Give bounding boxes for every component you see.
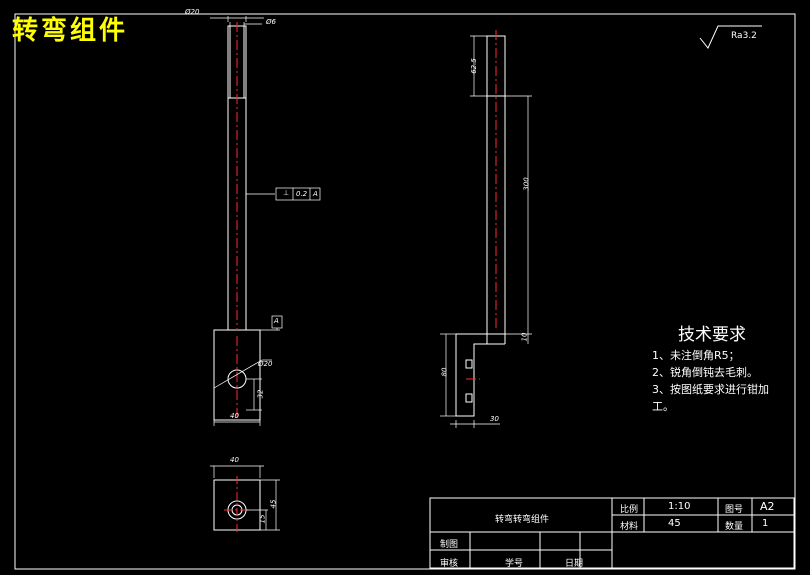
tb-reviewer-label: 审核 xyxy=(440,559,459,569)
datum-label: A xyxy=(274,317,279,325)
dim-width-2: 40 xyxy=(230,456,239,464)
dim-shaft-len: 300 xyxy=(522,177,531,191)
tech-req-item-3: 3、按图纸要求进行钳加 xyxy=(652,383,769,396)
roughness-value: Ra3.2 xyxy=(731,31,757,41)
tb-quantity-label: 数量 xyxy=(725,522,744,532)
tb-scale-value: 1:10 xyxy=(668,501,691,512)
drawing-border xyxy=(14,13,796,570)
tb-scale-label: 比例 xyxy=(620,505,639,515)
dim-base: 30 xyxy=(490,415,499,423)
dim-small: 15 xyxy=(258,514,267,524)
dim-top-len: 62.5 xyxy=(469,58,478,74)
tech-req-title: 技术要求 xyxy=(678,325,746,345)
tol-datum: A xyxy=(313,190,318,198)
view2-dims xyxy=(440,35,532,428)
dim-hole-dia: Ø20 xyxy=(258,360,273,368)
tb-material-value: 45 xyxy=(668,518,681,529)
tb-material-label: 材料 xyxy=(620,522,639,532)
tb-date-label: 日期 xyxy=(565,559,584,569)
dim-height: 80 xyxy=(440,367,449,377)
title-block-grid xyxy=(429,497,795,569)
dim-total: 45 xyxy=(269,499,278,509)
tol-perp-symbol: ⊥ xyxy=(283,189,290,197)
view2-shaft xyxy=(455,35,506,417)
tb-part-name: 转弯转弯组件 xyxy=(495,515,550,525)
dim-width-1: 40 xyxy=(230,412,239,420)
tech-req-item-4: 工。 xyxy=(652,400,674,413)
dim-dia-inner: Ø6 xyxy=(266,18,276,26)
view3-dims xyxy=(210,465,280,531)
view2-centerlines xyxy=(466,30,497,380)
dim-dia-top: Ø20 xyxy=(185,8,200,16)
tb-drawing-no-label: 图号 xyxy=(725,505,744,515)
tb-drafter-label: 制图 xyxy=(440,540,459,550)
tb-drawing-no-value: A2 xyxy=(760,500,775,513)
tol-value: 0.2 xyxy=(296,190,308,198)
tb-school-label: 学号 xyxy=(505,559,524,569)
tech-req-item-2: 2、锐角倒钝去毛刺。 xyxy=(652,366,758,379)
dim-offset: 32 xyxy=(256,389,265,399)
roughness-symbol xyxy=(699,25,762,49)
dim-step: 10 xyxy=(520,332,529,342)
view1-dims xyxy=(210,16,321,426)
tb-quantity-value: 1 xyxy=(762,518,769,529)
view3-centerlines xyxy=(224,476,250,534)
drawing-title: 转弯组件 xyxy=(12,16,129,46)
tech-req-item-1: 1、未注倒角R5； xyxy=(652,349,740,362)
